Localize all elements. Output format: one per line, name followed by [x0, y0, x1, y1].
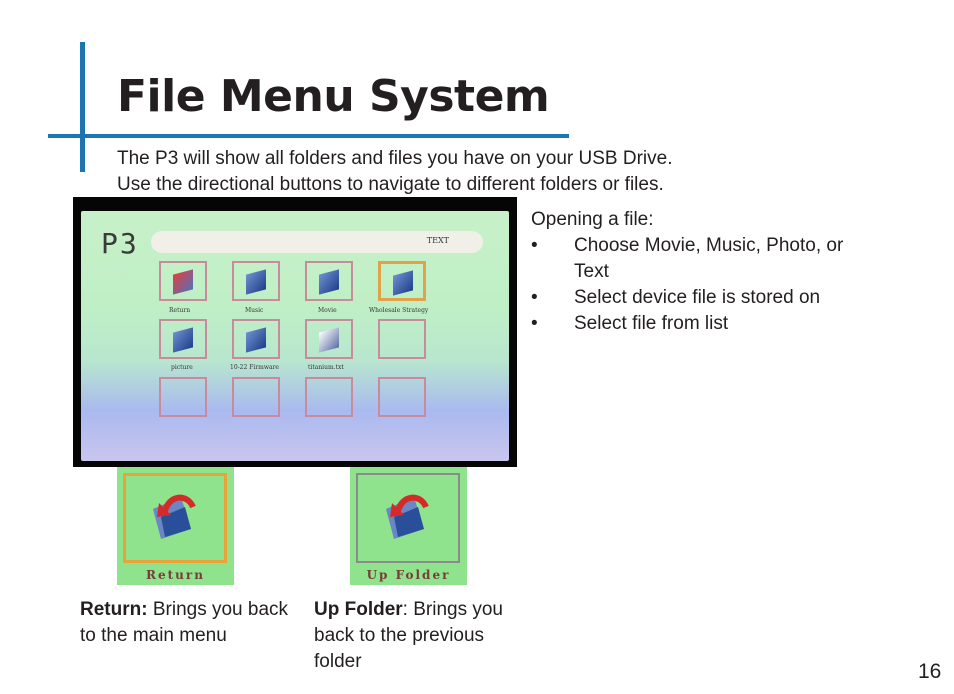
document-icon: [319, 327, 339, 353]
menu-tile-movie[interactable]: [305, 261, 353, 301]
return-icon: [173, 269, 193, 295]
menu-tile-titanium-txt[interactable]: [305, 319, 353, 359]
device-screenshot: P3 TEXT Return Music Movie Wholesale Str…: [73, 197, 517, 467]
opening-heading: Opening a file:: [531, 209, 654, 230]
folder-icon: [393, 270, 413, 296]
caption-bold: Return:: [80, 599, 148, 620]
intro-line: The P3 will show all folders and files y…: [117, 148, 673, 169]
tile-label: titanium.txt: [308, 364, 344, 371]
menu-tile-picture[interactable]: [159, 319, 207, 359]
list-item: Select file from list: [531, 311, 874, 337]
tile-label: Movie: [318, 307, 337, 314]
return-icon: [153, 494, 196, 539]
tile-label: picture: [171, 364, 193, 371]
tile-label: Music: [245, 307, 264, 314]
menu-tile-empty: [378, 319, 426, 359]
tv-screen: P3 TEXT Return Music Movie Wholesale Str…: [81, 211, 509, 461]
screen-header-bar: TEXT: [151, 231, 483, 253]
tile-label: Wholesale Strategy: [369, 307, 429, 314]
thumbnail-label: Return: [146, 568, 205, 582]
menu-tile-empty: [159, 377, 207, 417]
folder-icon: [246, 269, 266, 295]
menu-tile-wholesale-strategy[interactable]: [378, 261, 426, 301]
caption-bold: Up Folder: [314, 599, 403, 620]
tile-frame: [356, 473, 460, 563]
accent-horizontal-bar: [48, 134, 569, 138]
caption-text: Brings you back to the main menu: [80, 599, 289, 646]
list-item: Choose Movie, Music, Photo, or Text: [531, 233, 874, 285]
intro-line: Use the directional buttons to navigate …: [117, 174, 664, 195]
tile-label: Return: [169, 307, 191, 314]
menu-tile-empty: [232, 377, 280, 417]
thumbnail-label: Up Folder: [366, 568, 451, 582]
return-thumbnail: Return: [117, 467, 234, 585]
intro-text: The P3 will show all folders and files y…: [117, 146, 672, 198]
p3-logo: P3: [101, 227, 139, 260]
up-folder-icon: [386, 494, 429, 539]
menu-tile-music[interactable]: [232, 261, 280, 301]
tile-label: 10-22 Firmware: [230, 364, 279, 371]
selection-frame: [123, 473, 227, 563]
folder-icon: [246, 327, 266, 353]
caption-text: : Brings you back to the previous folder: [314, 599, 503, 672]
menu-tile-firmware[interactable]: [232, 319, 280, 359]
page-number: 16: [918, 660, 942, 683]
up-folder-caption: Up Folder: Brings you back to the previo…: [314, 597, 514, 675]
menu-tile-empty: [378, 377, 426, 417]
return-caption: Return: Brings you back to the main menu: [80, 597, 290, 649]
screen-header-text: TEXT: [426, 236, 449, 245]
opening-steps: Choose Movie, Music, Photo, or Text Sele…: [531, 233, 874, 337]
folder-icon: [173, 327, 193, 353]
accent-vertical-bar: [80, 42, 85, 172]
menu-tile-return[interactable]: [159, 261, 207, 301]
page-title: File Menu System: [117, 71, 550, 122]
folder-icon: [319, 269, 339, 295]
opening-instructions: Opening a file: Choose Movie, Music, Pho…: [531, 207, 874, 337]
menu-tile-empty: [305, 377, 353, 417]
list-item: Select device file is stored on: [531, 285, 874, 311]
up-folder-thumbnail: Up Folder: [350, 467, 467, 585]
